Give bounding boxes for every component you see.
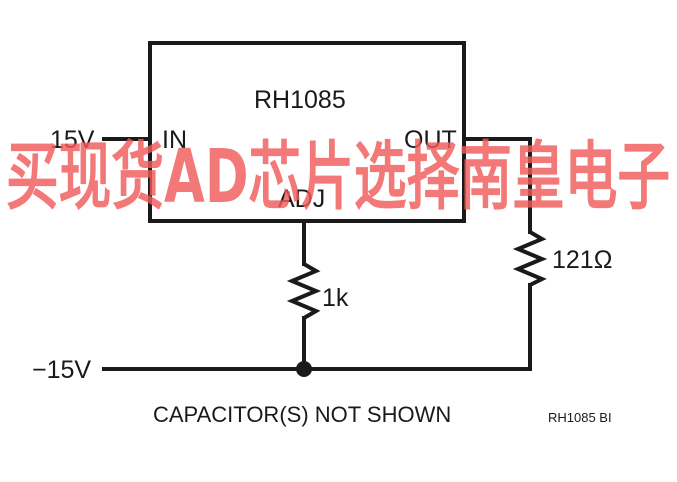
regulator-block [148, 41, 466, 223]
figure-id-label: RH1085 BI [548, 410, 612, 425]
input-voltage-label: 15V [50, 126, 95, 154]
pin-in-label: IN [162, 126, 187, 154]
negative-voltage-label: −15V [32, 356, 91, 384]
note-label: CAPACITOR(S) NOT SHOWN [153, 402, 451, 427]
resistor-121-label: 121Ω [552, 246, 612, 274]
output-wire [462, 137, 532, 234]
pin-adj-label: ADJ [278, 185, 325, 213]
resistor-121-ohm [512, 230, 548, 287]
resistor-1k [286, 262, 322, 320]
part-number-label: RH1085 [254, 86, 346, 114]
right-return-wire [302, 283, 532, 371]
watermark-text: 买现货AD芯片选择南皇电子 [6, 134, 670, 220]
pin-out-label: OUT [404, 126, 457, 154]
resistor-1k-label: 1k [322, 284, 349, 312]
junction-dot [296, 361, 312, 377]
